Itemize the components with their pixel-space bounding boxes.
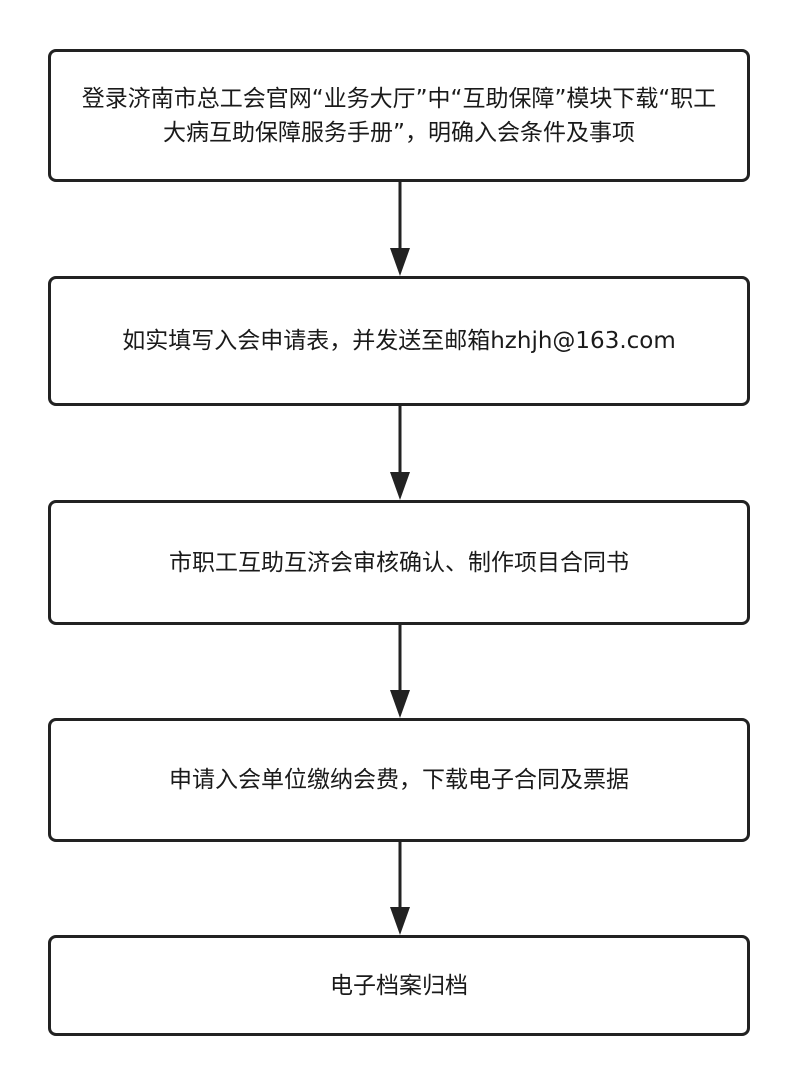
step-3-box: 市职工互助互济会审核确认、制作项目合同书 (48, 500, 750, 625)
arrow-step-1-to-2 (390, 182, 410, 276)
step-1-box: 登录济南市总工会官网“业务大厅”中“互助保障”模块下载“职工大病互助保障服务手册… (48, 49, 750, 182)
step-1-label: 登录济南市总工会官网“业务大厅”中“互助保障”模块下载“职工大病互助保障服务手册… (81, 85, 717, 146)
arrow-step-2-to-3 (390, 406, 410, 500)
step-4-label: 申请入会单位缴纳会费，下载电子合同及票据 (169, 767, 629, 793)
step-5-box: 电子档案归档 (48, 935, 750, 1036)
step-2-box: 如实填写入会申请表，并发送至邮箱hzhjh@163.com (48, 276, 750, 406)
step-2-label: 如实填写入会申请表，并发送至邮箱hzhjh@163.com (122, 328, 676, 354)
step-3-label: 市职工互助互济会审核确认、制作项目合同书 (169, 549, 629, 576)
step-4-box: 申请入会单位缴纳会费，下载电子合同及票据 (48, 718, 750, 842)
arrow-step-4-to-5 (390, 842, 410, 935)
arrow-step-3-to-4 (390, 625, 410, 718)
step-5-label: 电子档案归档 (330, 972, 468, 999)
